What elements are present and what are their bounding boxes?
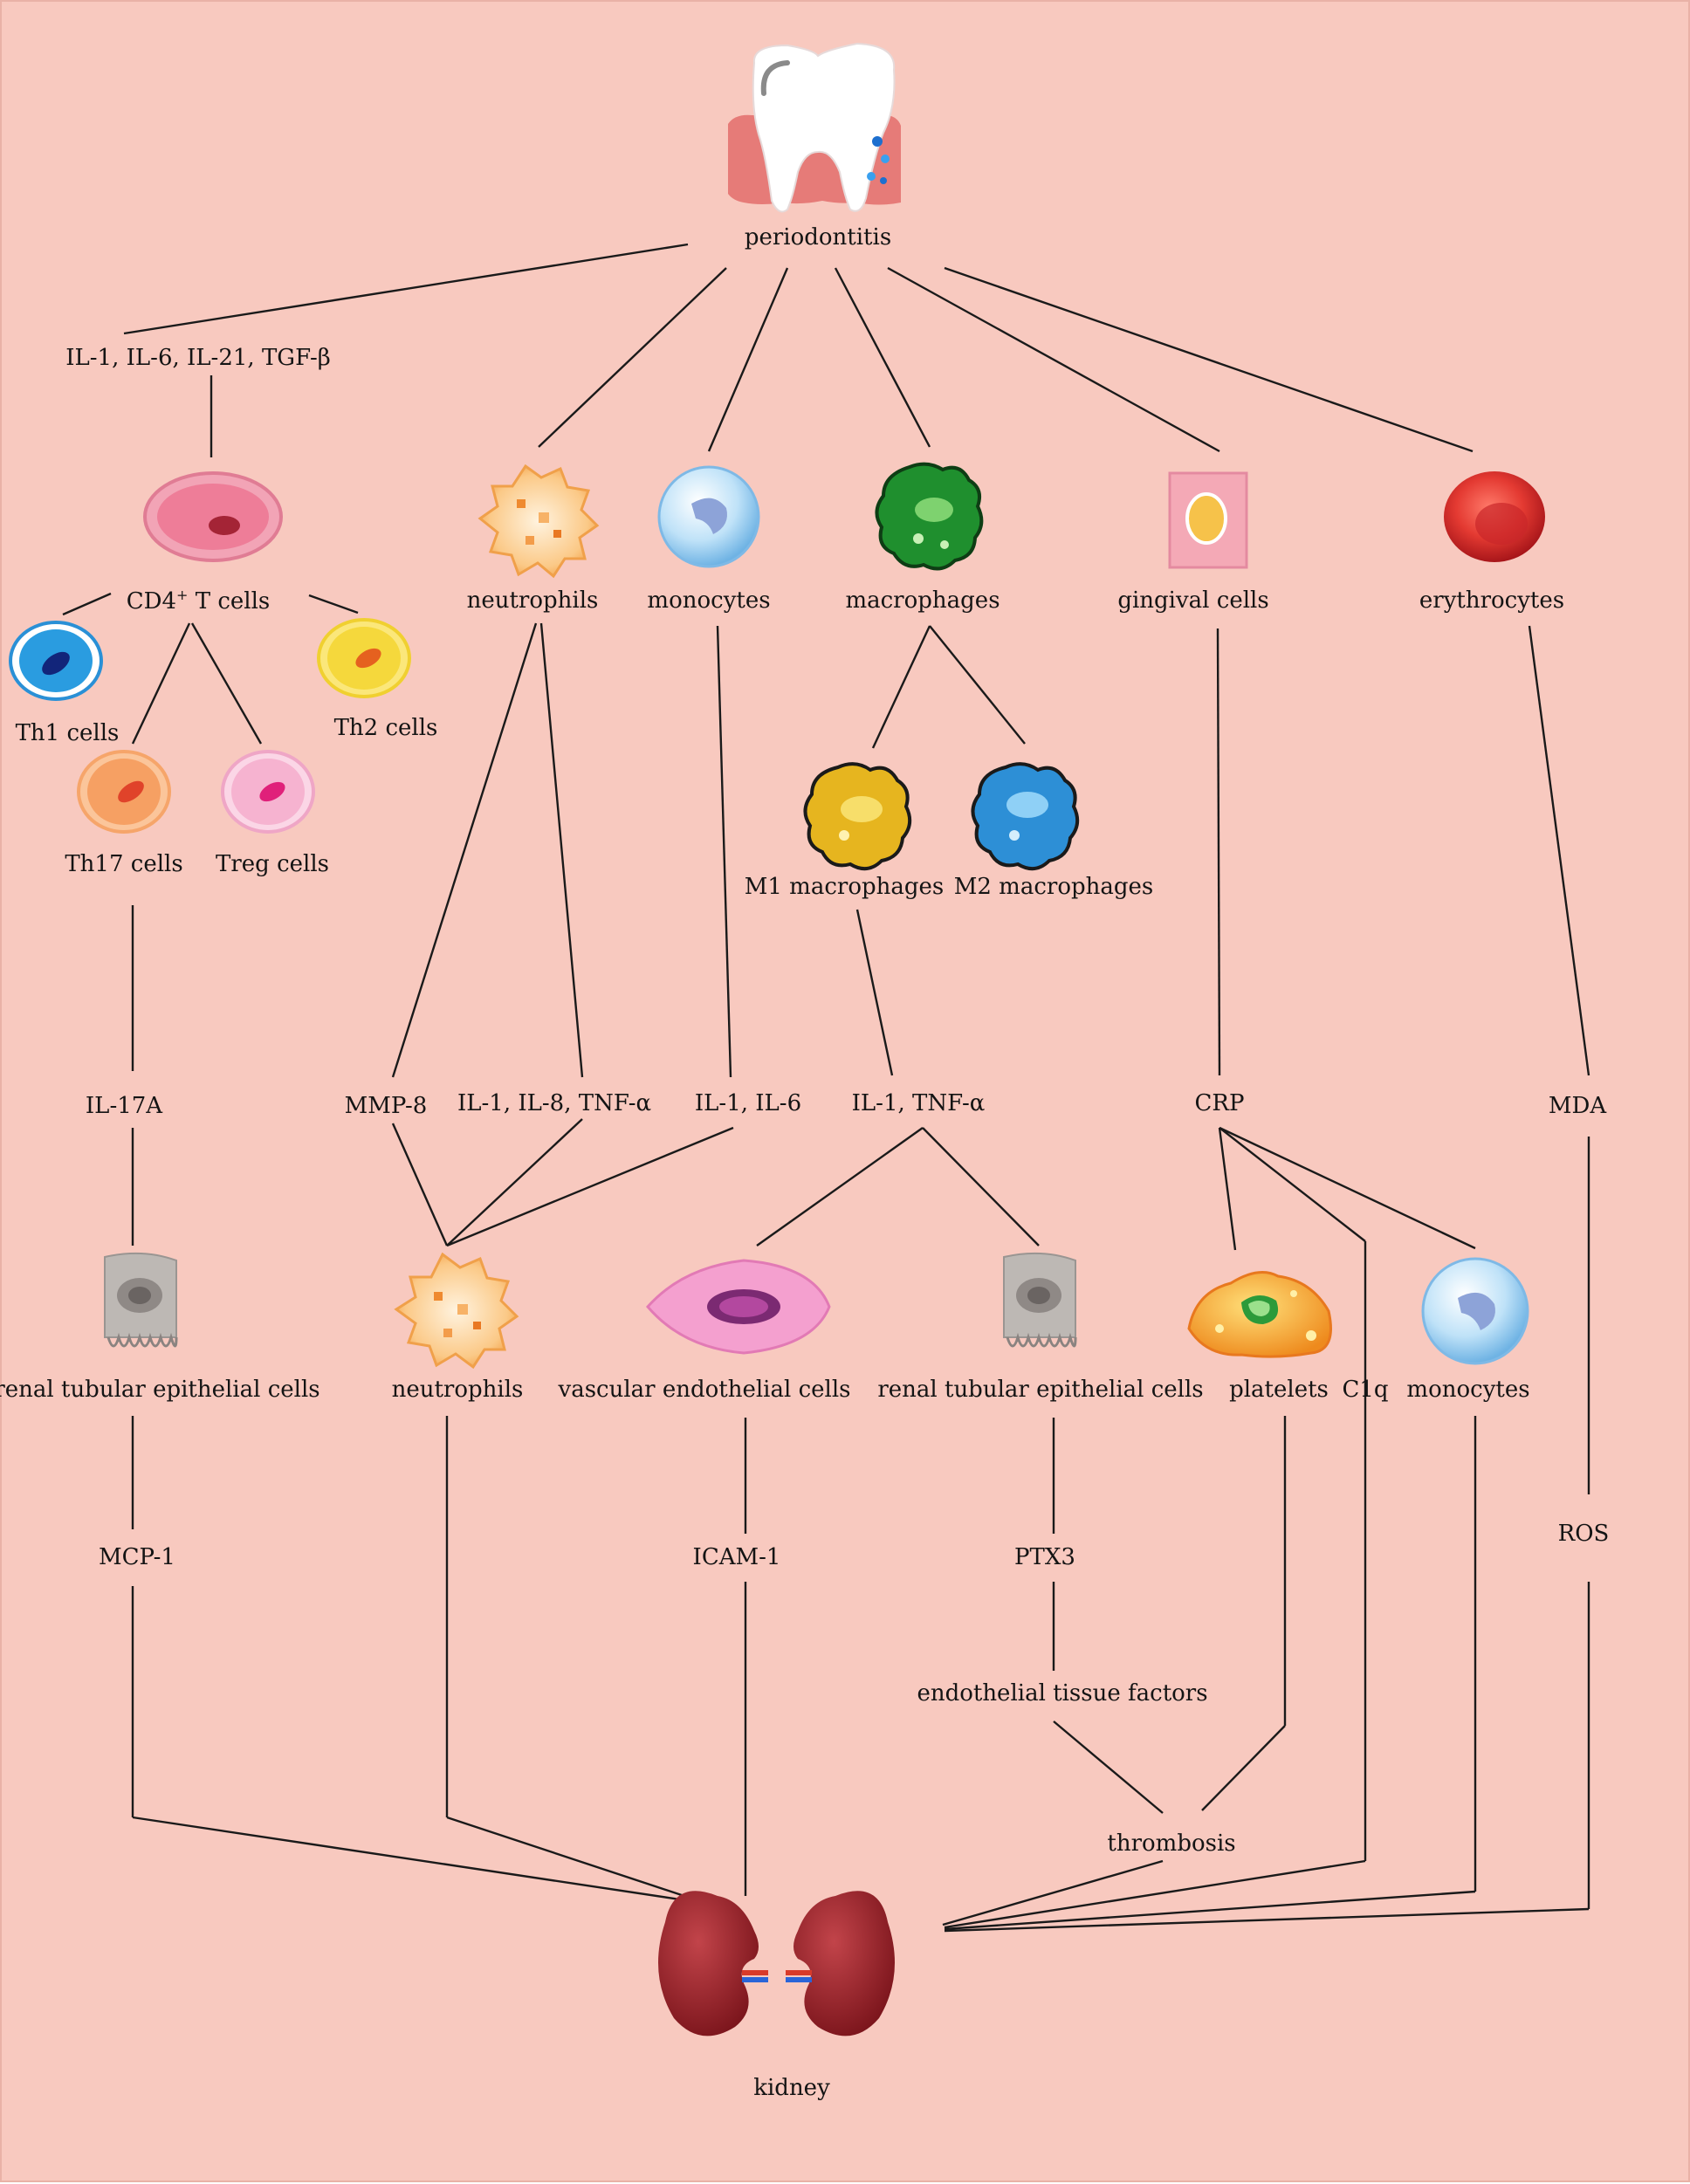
label-renal-cells-left: renal tubular epithelial cells <box>0 1377 320 1403</box>
label-cd4-t-cells: CD4+ T cells <box>127 588 270 613</box>
label-il1-il8-tnf: IL-1, IL-8, TNF-α <box>457 1090 652 1116</box>
edge-perio-monocytes <box>707 267 789 452</box>
edge-etf-thrombosis <box>1053 1720 1164 1814</box>
label-thrombosis: thrombosis <box>1107 1830 1236 1857</box>
label-kidney: kidney <box>753 2075 830 2101</box>
connector-lines <box>62 243 1590 1933</box>
label-platelets: platelets <box>1229 1377 1329 1403</box>
monocyte-icon-bottom <box>1421 1257 1529 1365</box>
edge-platelets-thrombosis-d <box>1201 1725 1286 1811</box>
edge-perio-gingival <box>887 266 1220 453</box>
edge-neutrophils-mmp8 <box>391 622 538 1078</box>
tooth-icon <box>728 42 901 213</box>
label-vascular-endothelial: vascular endothelial cells <box>558 1377 851 1403</box>
edge-perio-cytokines <box>123 243 689 335</box>
edge-cd4-th1 <box>62 592 112 616</box>
cd4-t-cell-icon <box>143 471 283 562</box>
edge-macro-m2 <box>929 625 1026 745</box>
label-neutrophils-top: neutrophils <box>466 587 599 614</box>
label-mcp1: MCP-1 <box>99 1544 175 1570</box>
platelet-icon <box>1187 1271 1332 1358</box>
label-crp: CRP <box>1194 1090 1245 1116</box>
label-il17a: IL-17A <box>85 1093 163 1119</box>
edge-cd4-th2 <box>308 594 359 615</box>
edge-il6-neut2 <box>446 1126 734 1247</box>
label-renal-cells-right: renal tubular epithelial cells <box>877 1377 1204 1403</box>
label-endothelial-tissue-factors: endothelial tissue factors <box>917 1680 1208 1707</box>
label-m1-macrophages: M1 macrophages <box>744 874 945 900</box>
label-icam1: ICAM-1 <box>692 1544 781 1570</box>
label-erythrocytes: erythrocytes <box>1419 587 1565 614</box>
edge-m1-tnf <box>855 909 894 1076</box>
label-c1q: C1q <box>1342 1377 1389 1403</box>
edge-tnf-renal <box>922 1127 1040 1247</box>
edge-perio-erythrocytes <box>944 266 1474 453</box>
cd4-tail-text: T cells <box>188 587 271 615</box>
edge-gingival-crp <box>1216 628 1221 1076</box>
label-periodontitis: periodontitis <box>744 224 892 251</box>
label-m2-macrophages: M2 macrophages <box>953 874 1154 900</box>
cd4-superscript: + <box>176 587 189 604</box>
edge-crp-platelets <box>1218 1127 1237 1251</box>
edge-macro-m1 <box>871 625 931 749</box>
th2-cell-icon <box>317 618 411 698</box>
label-cytokines-th: IL-1, IL-6, IL-21, TGF-β <box>65 345 331 371</box>
label-ros: ROS <box>1557 1521 1610 1547</box>
edge-perio-macrophages <box>834 267 931 448</box>
edge-cd4-treg <box>190 622 263 745</box>
treg-cell-icon <box>221 750 315 834</box>
monocyte-icon-top <box>657 465 760 568</box>
macrophage-icon <box>875 462 984 571</box>
label-monocytes-top: monocytes <box>647 587 771 614</box>
label-mmp8: MMP-8 <box>344 1093 428 1119</box>
label-il1-il6: IL-1, IL-6 <box>694 1090 802 1116</box>
edge-perio-neutrophils <box>538 267 727 448</box>
m1-macrophage-icon <box>803 762 912 871</box>
edge-c1q-kidney-d <box>944 1859 1366 1929</box>
edge-mmp8-neut2 <box>391 1123 449 1247</box>
neutrophil-icon-top <box>477 464 600 579</box>
label-neutrophils-bottom: neutrophils <box>391 1377 524 1403</box>
edge-neutrophils-il8 <box>539 622 584 1078</box>
renal-tubular-cell-icon-right <box>1003 1252 1077 1348</box>
edge-il8-neut2 <box>446 1118 583 1247</box>
label-treg-cells: Treg cells <box>216 851 329 877</box>
label-mda: MDA <box>1548 1093 1607 1119</box>
edge-crp-c1q <box>1219 1127 1366 1242</box>
endothelial-cell-icon <box>646 1259 831 1355</box>
edge-neut2-kidney-d <box>446 1816 701 1903</box>
renal-tubular-cell-icon-left <box>104 1252 178 1348</box>
label-il1-tnf: IL-1, TNF-α <box>851 1090 986 1116</box>
gingival-cell-icon <box>1168 471 1248 569</box>
th17-cell-icon <box>77 750 171 834</box>
label-th17-cells: Th17 cells <box>65 851 183 877</box>
label-monocytes-bottom: monocytes <box>1406 1377 1530 1403</box>
label-gingival-cells: gingival cells <box>1117 587 1269 614</box>
erythrocyte-icon <box>1444 471 1545 562</box>
kidney-icon <box>658 1891 895 2036</box>
label-th2-cells: Th2 cells <box>333 715 438 741</box>
edge-erythrocytes-mda <box>1528 625 1590 1076</box>
cd4-text: CD4 <box>126 587 177 615</box>
edge-crp-monocytes <box>1219 1126 1476 1250</box>
label-macrophages: macrophages <box>845 587 1000 614</box>
label-th1-cells: Th1 cells <box>15 720 120 746</box>
th1-cell-icon <box>9 621 103 701</box>
edge-tnf-vascular <box>756 1127 924 1247</box>
m2-macrophage-icon <box>971 762 1080 871</box>
edge-monocytes-il6 <box>716 625 732 1078</box>
edge-mcp1-kidney-d <box>132 1816 692 1903</box>
edge-ros-kidney-d <box>944 1907 1590 1933</box>
label-ptx3: PTX3 <box>1014 1544 1075 1570</box>
edge-thrombosis-kidney <box>942 1859 1164 1926</box>
edge-monocytes-kidney-d <box>944 1890 1476 1931</box>
edge-cd4-th17 <box>131 622 191 745</box>
neutrophil-icon-bottom <box>394 1252 519 1370</box>
